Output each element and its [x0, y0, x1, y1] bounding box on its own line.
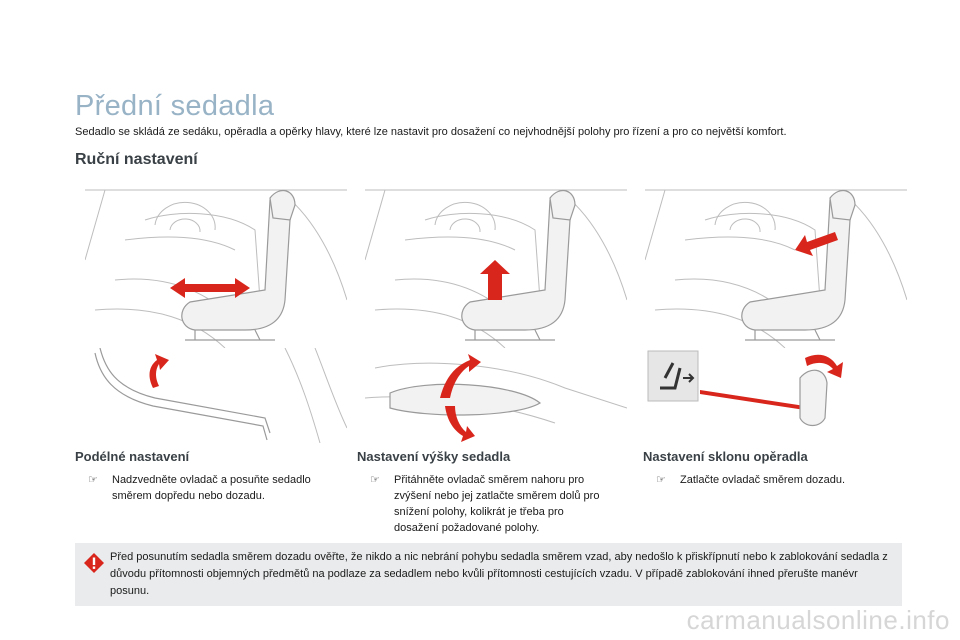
- pointing-hand-icon: ☞: [370, 474, 380, 486]
- watermark: carmanualsonline.info: [686, 605, 950, 635]
- section-title-longitudinal: Podélné nastavení: [75, 449, 190, 464]
- bullet-longitudinal: ☞ Nadzvedněte ovladač a posuňte sedadlo …: [88, 472, 323, 504]
- seat-longitudinal-illustration: [85, 189, 347, 348]
- backrest-lever-illustration: [647, 350, 843, 427]
- bullet-backrest: ☞ Zatlačte ovladač směrem dozadu.: [656, 472, 891, 488]
- seat-backrest-illustration: [645, 189, 907, 348]
- warning-icon: [84, 553, 104, 573]
- height-lever-illustration: [365, 354, 627, 442]
- section-subtitle: Ruční nastavení: [75, 151, 198, 168]
- bullet-height: ☞ Přitáhněte ovladač směrem nahoru pro z…: [370, 472, 605, 536]
- longitudinal-lever-illustration: [94, 348, 347, 443]
- column-backrest: [645, 180, 907, 443]
- bullet-text-backrest: Zatlačte ovladač směrem dozadu.: [680, 474, 846, 486]
- page-title: Přední sedadla: [75, 90, 275, 122]
- pointing-hand-icon: ☞: [656, 474, 666, 486]
- seat-height-illustration: [365, 189, 627, 348]
- section-title-height: Nastavení výšky sedadla: [357, 449, 511, 464]
- warning-text: Před posunutím sedadla směrem dozadu ově…: [110, 551, 888, 597]
- intro-text: Sedadlo se skládá ze sedáku, opěradla a …: [75, 126, 787, 138]
- bullet-text-height: Přitáhněte ovladač směrem nahoru pro zvý…: [394, 474, 600, 534]
- column-longitudinal: [85, 180, 347, 443]
- column-height: [365, 180, 627, 443]
- bullet-text-longitudinal: Nadzvedněte ovladač a posuňte sedadlo sm…: [112, 474, 311, 502]
- pointing-hand-icon: ☞: [88, 474, 98, 486]
- warning-note: Před posunutím sedadla směrem dozadu ově…: [75, 543, 902, 606]
- section-title-backrest: Nastavení sklonu opěradla: [643, 449, 808, 464]
